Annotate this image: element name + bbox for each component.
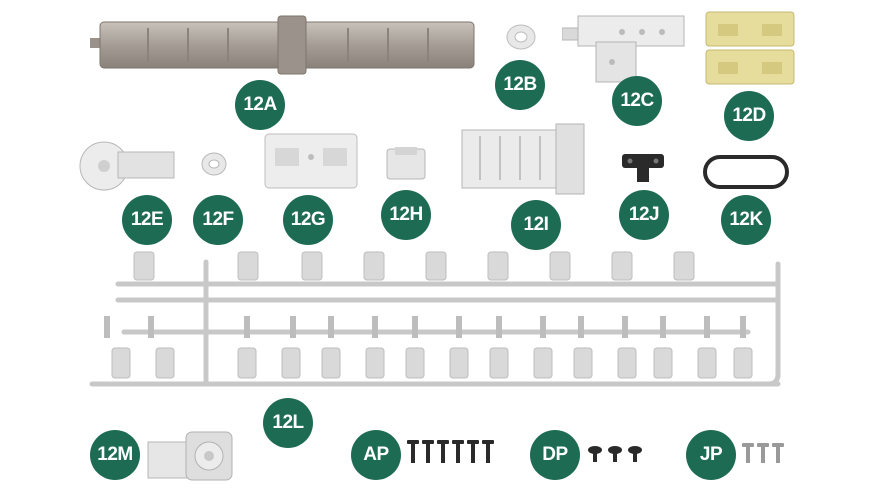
part-12h-cube [385,145,427,181]
label-dp: DP [530,430,580,480]
part-12m-base [146,430,236,482]
label-ap: AP [351,430,401,480]
label-12h: 12H [381,190,431,240]
label-12d: 12D [724,91,774,141]
label-12b: 12B [495,60,545,110]
screws-jp [741,443,785,465]
label-12l: 12L [263,398,313,448]
screws-dp [587,444,643,464]
label-12k: 12K [721,195,771,245]
label-jp: JP [686,430,736,480]
screws-ap [405,440,497,466]
part-12j-black [620,152,666,184]
part-12a-housing [88,14,480,76]
label-12m: 12M [90,430,140,480]
label-12i: 12I [511,200,561,250]
part-12l-sprue [88,244,794,396]
part-12c-bracket [562,12,686,86]
label-12g: 12G [283,195,333,245]
label-12c: 12C [612,76,662,126]
part-12b-washer [505,22,537,52]
part-12f-washer [200,151,228,177]
label-12j: 12J [619,190,669,240]
part-12e-pulley [78,140,178,192]
label-12e: 12E [122,195,172,245]
label-12a: 12A [235,80,285,130]
part-12d-pads [704,10,796,86]
part-12i-bracket [460,122,586,196]
part-12k-band [702,154,790,190]
label-12f: 12F [193,195,243,245]
part-12g-block [263,132,359,190]
